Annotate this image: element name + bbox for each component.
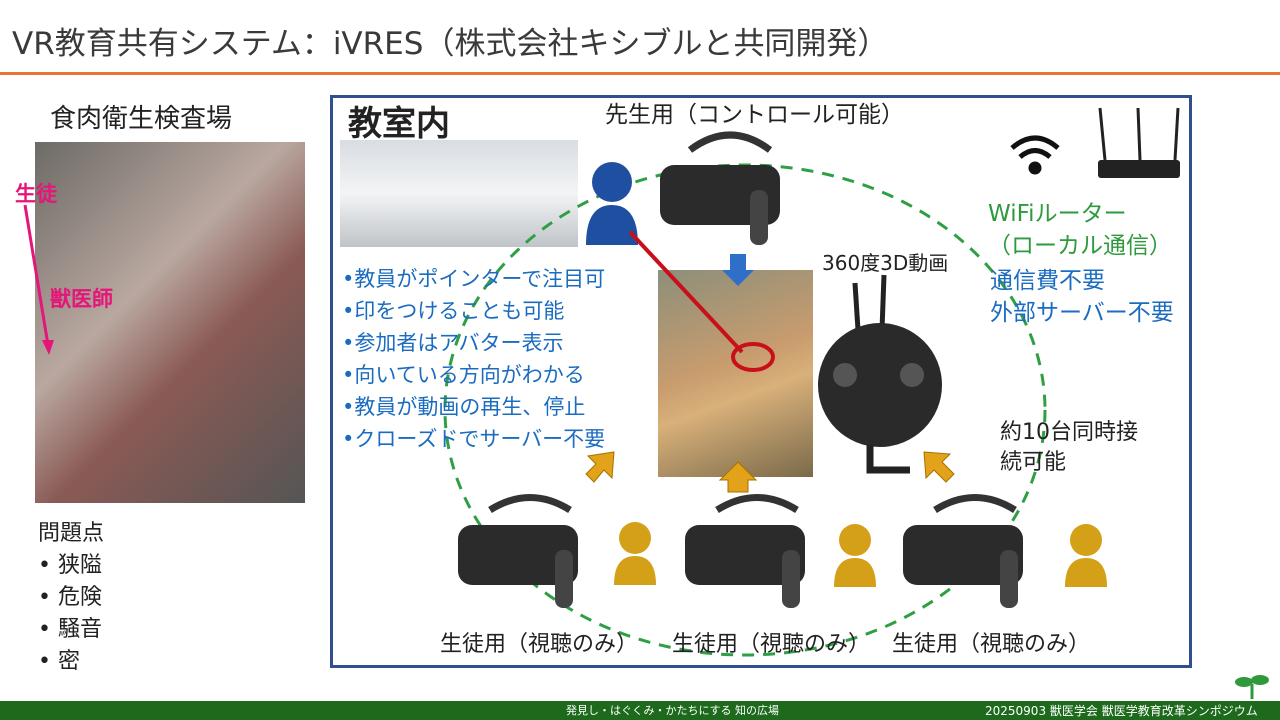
up-right-arrow-icon: [585, 451, 615, 483]
pink-arrow-icon: [23, 204, 54, 355]
problem-item: • 狭隘: [38, 553, 102, 578]
student-avatar-icon: [1065, 524, 1107, 587]
feature-item: •教員がポインターで注目可: [342, 267, 606, 291]
student-label: 生徒: [15, 182, 57, 206]
feature-item: •印をつけることも可能: [342, 299, 565, 323]
camera-label: 360度3D動画: [822, 251, 949, 275]
vet-label: 獣医師: [50, 287, 113, 311]
teacher-label: 先生用（コントロール可能）: [605, 102, 904, 128]
cost-note: 外部サーバー不要: [990, 300, 1174, 326]
problem-item: • 騒音: [38, 617, 102, 642]
vr-headset-icon: [903, 494, 1023, 608]
problems-list: 問題点 • 狭隘 • 危険 • 騒音 • 密: [38, 518, 104, 678]
plant-heading: 食肉衛生検査場: [50, 104, 233, 134]
problem-item: • 密: [38, 649, 80, 674]
pointer-mark: [731, 342, 775, 372]
vr-headset-icon: [660, 131, 780, 245]
wifi-label: WiFiルーター （ローカル通信）: [988, 198, 1172, 262]
problem-item: • 危険: [38, 585, 102, 610]
router-icon: [1098, 107, 1180, 178]
feature-item: •向いている方向がわかる: [342, 363, 585, 387]
footer-bar: [0, 701, 1280, 720]
wifi-label-line: （ローカル通信）: [988, 233, 1172, 259]
count-line: 続可能: [1000, 450, 1067, 475]
student-device-label: 生徒用（視聴のみ）: [892, 632, 1091, 657]
student-avatar-icon: [834, 524, 876, 587]
vr-headset-icon: [685, 494, 805, 608]
up-left-arrow-icon: [923, 451, 955, 483]
count-line: 約10台同時接: [1000, 420, 1138, 445]
up-arrow-icon: [718, 461, 758, 493]
cost-notes: 通信費不要 外部サーバー不要: [990, 265, 1174, 329]
wifi-icon: [1010, 135, 1060, 175]
inspection-plant-photo: [35, 142, 305, 503]
camera-360-icon: [818, 274, 942, 474]
feature-item: •クローズドでサーバー不要: [342, 427, 606, 451]
feature-list: •教員がポインターで注目可 •印をつけることも可能 •参加者はアバター表示 •向…: [342, 263, 605, 455]
down-arrow-icon: [722, 254, 754, 286]
student-avatar-icon: [614, 522, 656, 585]
classroom-photo: [340, 140, 578, 247]
problems-title: 問題点: [38, 521, 105, 546]
vr-view-photo: [658, 270, 813, 477]
slide-title: VR教育共有システム：iVRES（株式会社キシブルと共同開発）: [12, 26, 889, 62]
footer-slogan: 発見し・はぐくみ・かたちにする 知の広場: [566, 704, 780, 717]
feature-item: •教員が動画の再生、停止: [342, 395, 586, 419]
feature-item: •参加者はアバター表示: [342, 331, 564, 355]
student-device-label: 生徒用（視聴のみ）: [672, 632, 871, 657]
classroom-frame: [330, 95, 1192, 668]
pointer-line: [628, 230, 744, 354]
teacher-avatar-icon: [586, 162, 638, 245]
connection-count: 約10台同時接 続可能: [1000, 418, 1138, 478]
sprout-logo-icon: [1235, 675, 1269, 699]
vr-headset-icon: [458, 494, 578, 608]
title-divider: [0, 72, 1280, 75]
classroom-heading: 教室内: [348, 104, 450, 144]
student-device-label: 生徒用（視聴のみ）: [440, 632, 639, 657]
footer-event: 20250903 獣医学会 獣医学教育改革シンポジウム: [985, 704, 1258, 718]
wifi-label-line: WiFiルーター: [988, 201, 1127, 227]
cost-note: 通信費不要: [990, 268, 1105, 294]
